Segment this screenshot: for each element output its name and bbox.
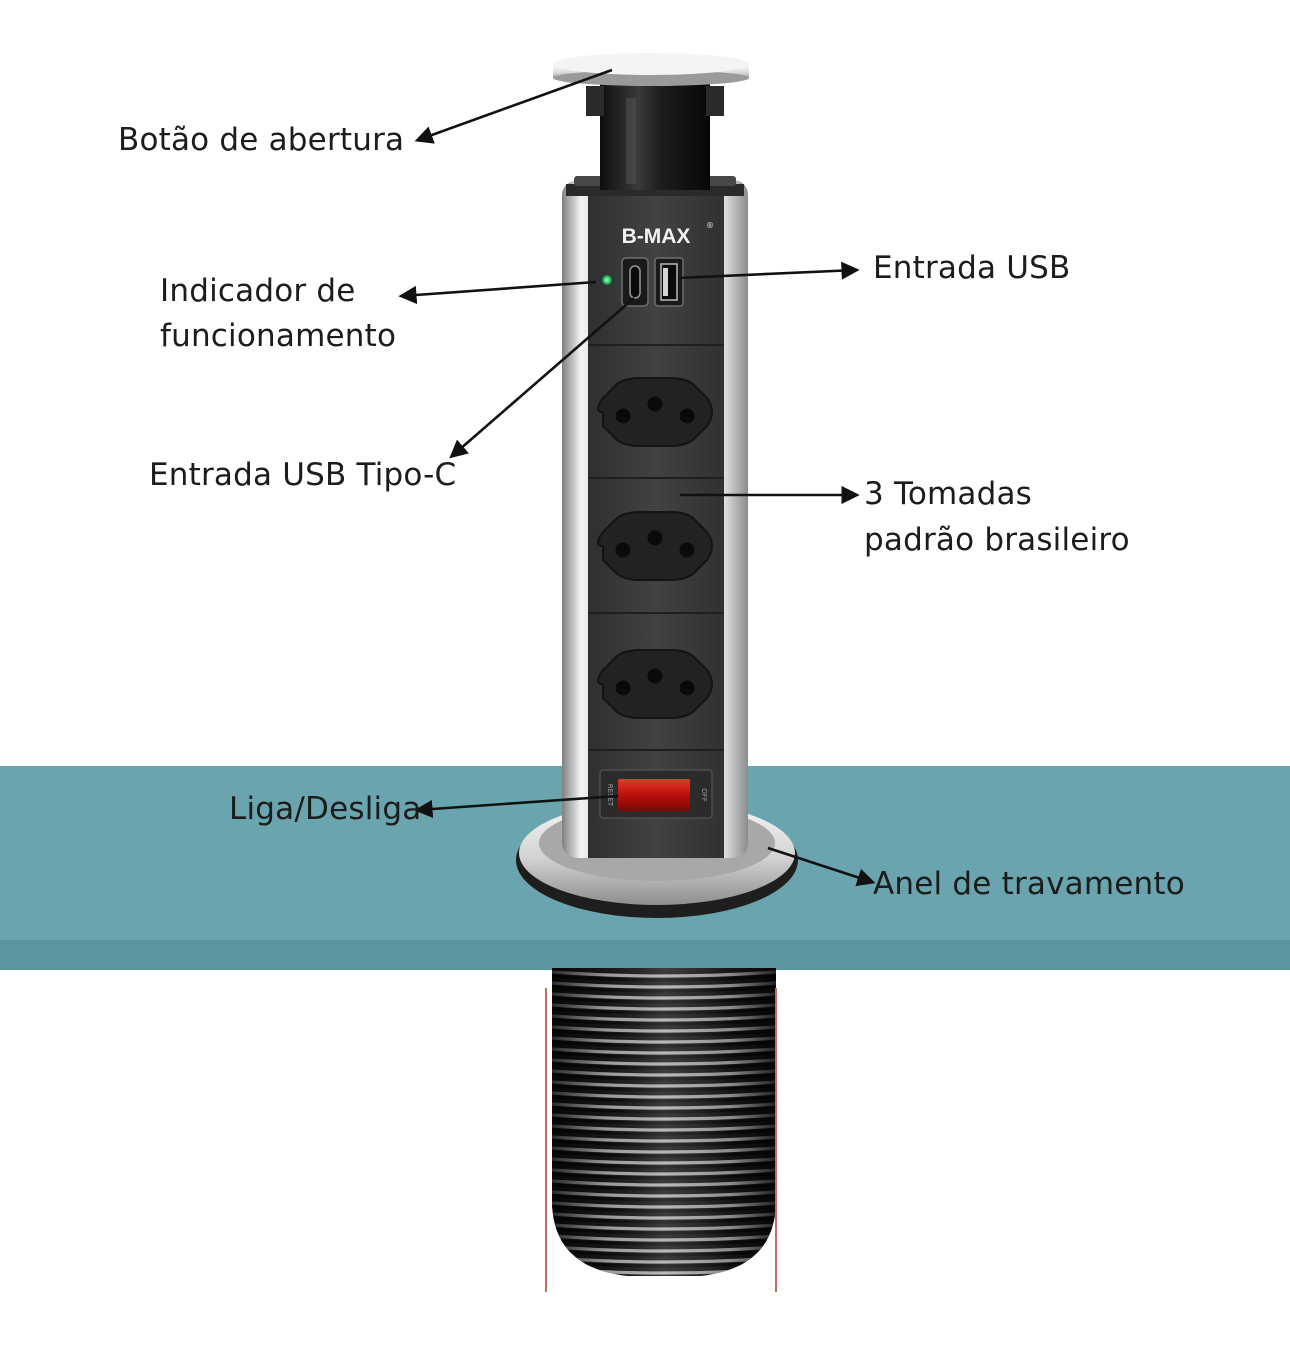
socket-pin-hole	[647, 668, 663, 684]
arrow-indicator	[398, 280, 597, 305]
arrow-locking-ring	[767, 846, 876, 887]
socket-face	[597, 511, 713, 581]
socket-pin-hole	[679, 680, 695, 696]
arrow-icon	[398, 68, 876, 887]
label-indicator-line2: funcionamento	[160, 318, 397, 354]
brand-logo-text: B-MAX	[622, 225, 691, 248]
arrow-opening-button	[414, 68, 613, 144]
socket-pin-hole	[647, 530, 663, 546]
usb-c-port-icon	[621, 257, 649, 307]
socket-pin-hole	[615, 408, 631, 424]
label-power-switch: Liga/Desliga	[229, 791, 422, 827]
label-opening-button: Botão de abertura	[118, 122, 405, 158]
label-usb-c-port: Entrada USB Tipo-C	[149, 457, 457, 493]
usb-a-port-icon	[654, 257, 684, 307]
arrow-usb-c	[449, 297, 635, 459]
socket-face	[597, 377, 713, 447]
switch-off-text: OFF	[700, 788, 708, 802]
label-sockets-line1: 3 Tomadas	[864, 476, 1033, 512]
arrow-usb	[677, 261, 860, 280]
brazil-socket-icon	[597, 649, 713, 719]
socket-pin-hole	[615, 542, 631, 558]
socket-pin-hole	[647, 396, 663, 412]
label-locking-ring: Anel de travamento	[873, 866, 1185, 902]
power-switch-icon: RESET OFF	[599, 769, 713, 819]
brand-registered-mark: ®	[706, 221, 714, 230]
socket-face	[597, 649, 713, 719]
opening-button	[553, 53, 749, 190]
socket-pin-hole	[679, 408, 695, 424]
sockets-group	[597, 377, 713, 719]
label-sockets-line2: padrão brasileiro	[864, 522, 1130, 558]
brand-logo: B-MAX ®	[622, 221, 714, 248]
indicator-led	[602, 275, 612, 285]
power-switch-rocker	[618, 779, 690, 811]
socket-pin-hole	[615, 680, 631, 696]
label-usb-port: Entrada USB	[873, 250, 1071, 286]
brazil-socket-icon	[597, 377, 713, 447]
label-indicator-line1: Indicador de	[160, 273, 356, 309]
arrow-power-switch	[414, 794, 619, 819]
threaded-base	[545, 968, 777, 1292]
brazil-socket-icon	[597, 511, 713, 581]
socket-pin-hole	[679, 542, 695, 558]
